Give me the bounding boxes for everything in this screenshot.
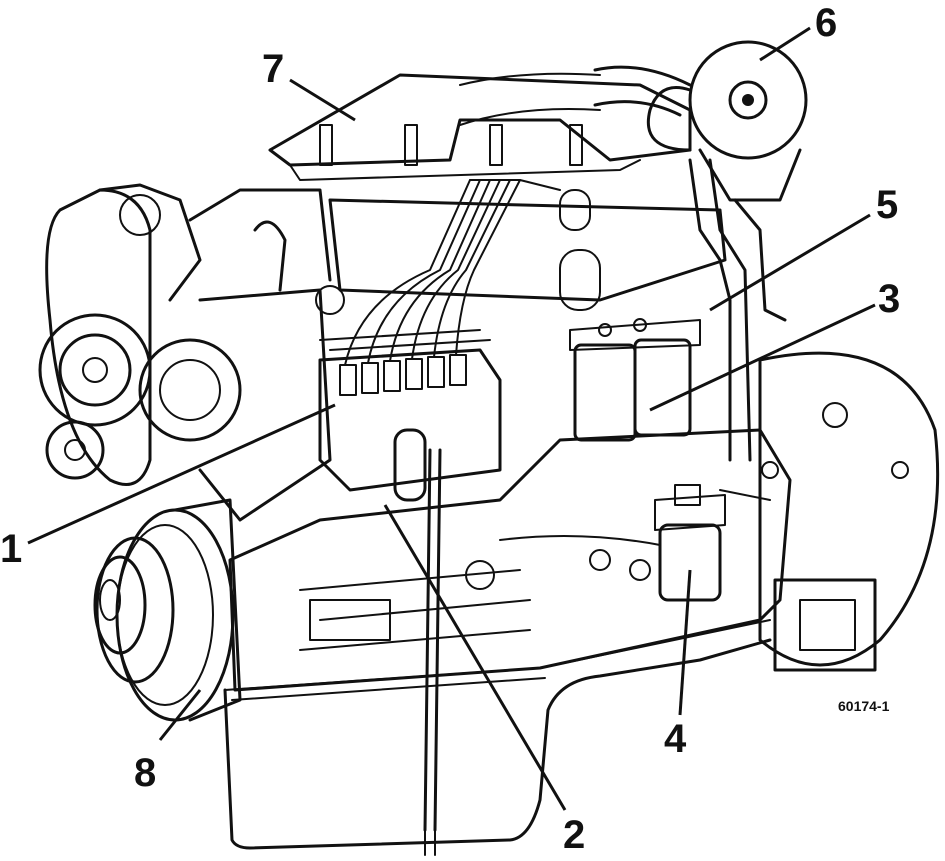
callout-2: 2 [563,813,585,857]
callout-4: 4 [664,717,687,761]
leader-5 [709,213,871,312]
oil-pan [223,638,772,850]
exhaust-manifold [328,198,727,302]
leader-2 [383,504,567,811]
fuel-filters [569,318,701,442]
leader-6 [759,26,811,62]
leader-4 [678,569,692,716]
image-reference-code: 60174-1 [838,698,890,714]
leader-lines [27,26,876,811]
callouts: 1 2 3 4 5 6 7 8 [0,1,900,857]
injection-pump [318,329,502,492]
callout-7: 7 [262,47,284,91]
water-separator [499,484,771,602]
callout-5: 5 [876,183,898,227]
callout-8: 8 [134,751,156,795]
flywheel-housing [758,351,940,667]
injector-pipes [344,179,561,366]
leader-8 [158,689,202,741]
feed-pump [393,428,442,856]
leader-1 [27,403,336,545]
front-accessories [38,183,345,522]
engine-drawing [38,40,940,856]
intake-manifold [268,73,692,167]
turbocharger [459,40,808,462]
leader-3 [649,303,876,412]
leader-7 [289,78,356,122]
callout-3: 3 [878,277,900,321]
crankshaft-damper [93,498,242,722]
callout-1: 1 [0,527,22,571]
callout-6: 6 [815,1,837,45]
